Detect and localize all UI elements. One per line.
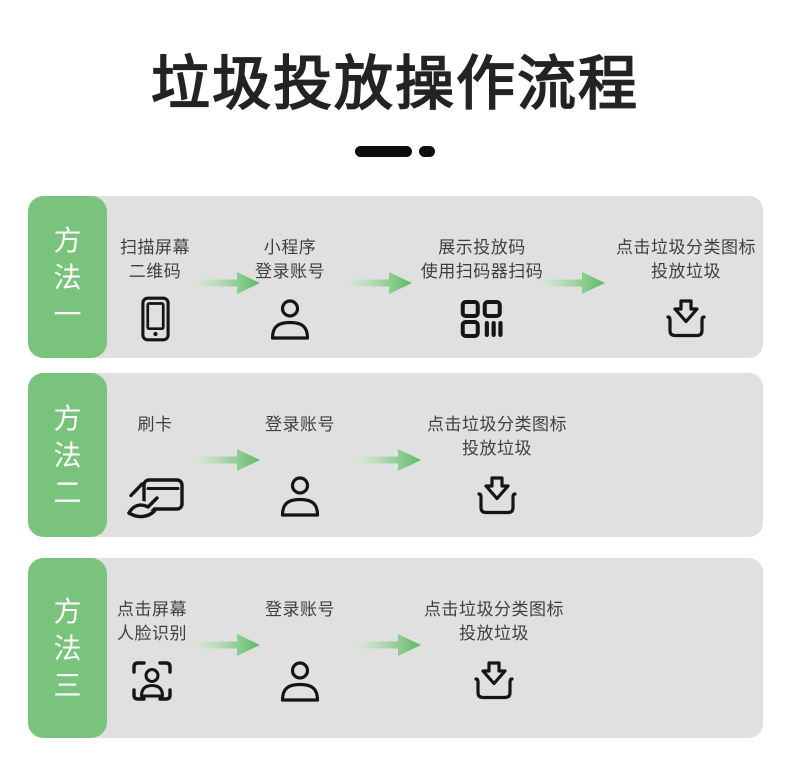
step-text: 点击垃圾分类图标 投放垃圾 bbox=[427, 413, 567, 461]
step-text: 展示投放码 使用扫码器扫码 bbox=[421, 236, 544, 284]
step-text-line: 人脸识别 bbox=[117, 624, 187, 643]
step-scan-screen-qr: 扫描屏幕 二维码 bbox=[120, 236, 190, 344]
step-text: 点击屏幕 人脸识别 bbox=[117, 598, 187, 646]
flow-arrow-icon bbox=[349, 270, 413, 296]
phone-icon bbox=[140, 294, 171, 344]
method-label-text: 方法一 bbox=[53, 224, 82, 330]
step-text-line: 投放垃圾 bbox=[651, 262, 721, 281]
flow-arrow-icon bbox=[197, 270, 261, 296]
method-label-text: 方法三 bbox=[53, 595, 82, 701]
page-title: 垃圾投放操作流程 bbox=[150, 51, 639, 117]
flow-arrow-icon bbox=[542, 270, 606, 296]
dispose-icon bbox=[472, 656, 516, 706]
step-dispose-garbage: 点击垃圾分类图标 投放垃圾 bbox=[424, 598, 564, 706]
person-icon bbox=[266, 294, 314, 344]
method-two-panel: 方法二 刷卡 bbox=[28, 373, 763, 537]
step-text: 刷卡 bbox=[138, 413, 173, 461]
step-swipe-card: 刷卡 bbox=[123, 413, 187, 521]
step-dispose-garbage: 点击垃圾分类图标 投放垃圾 bbox=[427, 413, 567, 521]
dispose-icon bbox=[475, 471, 519, 521]
step-login-account: 登录账号 bbox=[265, 413, 335, 521]
step-text: 点击垃圾分类图标 投放垃圾 bbox=[424, 598, 564, 646]
divider-bar bbox=[355, 146, 412, 157]
step-face-recognition: 点击屏幕 人脸识别 bbox=[117, 598, 187, 706]
method-two-label: 方法二 bbox=[28, 373, 107, 537]
card-swipe-icon bbox=[123, 471, 187, 521]
method-label-text: 方法二 bbox=[53, 402, 82, 508]
flow-arrow-icon bbox=[197, 632, 261, 658]
person-icon bbox=[276, 656, 324, 706]
step-text: 扫描屏幕 二维码 bbox=[120, 236, 190, 284]
step-text-line: 展示投放码 bbox=[438, 238, 526, 257]
step-text-line: 点击垃圾分类图标 bbox=[427, 415, 567, 434]
step-login-account: 登录账号 bbox=[265, 598, 335, 706]
method-one-panel: 方法一 扫描屏幕 二维码 小程序 bbox=[28, 196, 763, 358]
method-three-panel: 方法三 点击屏幕 人脸识别 bbox=[28, 558, 763, 738]
method-one-label: 方法一 bbox=[28, 196, 107, 358]
scan-code-icon bbox=[460, 294, 504, 344]
step-text-line: 二维码 bbox=[128, 262, 182, 281]
step-text: 点击垃圾分类图标 投放垃圾 bbox=[616, 236, 756, 284]
person-icon bbox=[276, 471, 324, 521]
face-scan-icon bbox=[128, 656, 176, 706]
step-text: 小程序 登录账号 bbox=[255, 236, 325, 284]
step-miniprogram-login: 小程序 登录账号 bbox=[255, 236, 325, 344]
step-show-dispose-code: 展示投放码 使用扫码器扫码 bbox=[421, 236, 544, 344]
step-text-line: 点击屏幕 bbox=[117, 600, 187, 619]
step-text-line: 投放垃圾 bbox=[459, 624, 529, 643]
step-text: 登录账号 bbox=[265, 413, 335, 461]
flow-arrow-icon bbox=[197, 447, 261, 473]
flow-arrow-icon bbox=[358, 447, 422, 473]
step-text-line: 使用扫码器扫码 bbox=[420, 262, 544, 281]
step-dispose-garbage: 点击垃圾分类图标 投放垃圾 bbox=[616, 236, 756, 344]
step-text-line: 登录账号 bbox=[265, 415, 335, 434]
step-text-line: 登录账号 bbox=[265, 600, 335, 619]
flow-arrow-icon bbox=[358, 632, 422, 658]
method-three-label: 方法三 bbox=[28, 558, 107, 738]
step-text-line: 扫描屏幕 bbox=[120, 238, 190, 257]
step-text-line: 点击垃圾分类图标 bbox=[424, 600, 564, 619]
title-divider bbox=[0, 146, 790, 157]
divider-dot bbox=[419, 146, 435, 157]
step-text-line: 登录账号 bbox=[255, 262, 325, 281]
step-text-line: 投放垃圾 bbox=[462, 439, 532, 458]
step-text-line: 刷卡 bbox=[137, 415, 173, 434]
step-text: 登录账号 bbox=[265, 598, 335, 646]
step-text-line: 点击垃圾分类图标 bbox=[616, 238, 756, 257]
dispose-icon bbox=[664, 294, 708, 344]
step-text-line: 小程序 bbox=[263, 238, 317, 257]
